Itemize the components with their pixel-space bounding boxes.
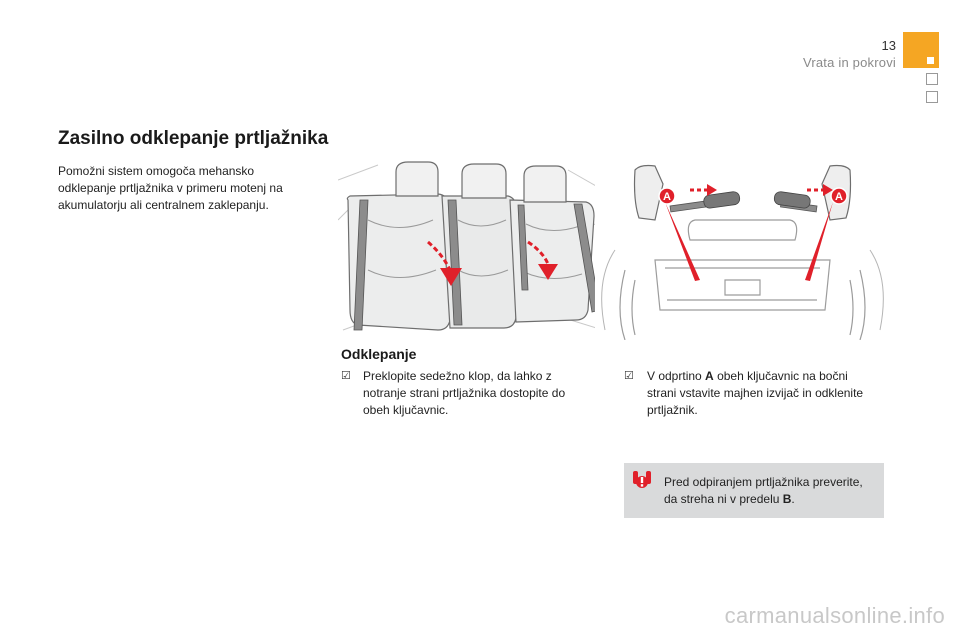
step-right-text: V odprtino A obeh ključavnic na bočni st… [647, 368, 879, 419]
warning-part1: Pred odpiranjem prtljažnika preverite, d… [664, 475, 863, 506]
watermark: carmanualsonline.info [724, 603, 945, 628]
lock-label-a-left: A [663, 191, 671, 203]
chapter-tab-empty-1 [926, 73, 938, 85]
exclamation-icon [632, 471, 652, 491]
page-number: 13 [881, 38, 896, 53]
step-right-part2: obeh ključavnic na bočni strani vstavite… [647, 369, 864, 417]
lock-label-a-right: A [835, 191, 843, 203]
trunk-lock-illustration: A A [595, 160, 890, 340]
bullet-icon: ☑ [624, 370, 634, 382]
chapter-tab-empty-2 [926, 91, 938, 103]
warning-text: Pred odpiranjem prtljažnika preverite, d… [664, 474, 878, 508]
warning-box [624, 463, 884, 518]
step-right-part1: V odprtino [647, 369, 702, 383]
rear-seat-illustration [338, 160, 603, 340]
bullet-icon: ☑ [341, 370, 351, 382]
chapter-tab-marker [927, 57, 934, 64]
step-left-text: Preklopite sedežno klop, da lahko z notr… [363, 369, 566, 417]
page-title: Zasilno odklepanje prtljažnika [58, 128, 329, 149]
intro-text: Pomožni sistem omogoča mehansko odklepan… [58, 164, 283, 212]
warning-part2: . [791, 492, 795, 506]
warning-bold: B [782, 492, 792, 506]
section-title: Vrata in pokrovi [802, 55, 896, 70]
section-subtitle: Odklepanje [341, 346, 417, 362]
step-right-bold: A [705, 369, 714, 383]
